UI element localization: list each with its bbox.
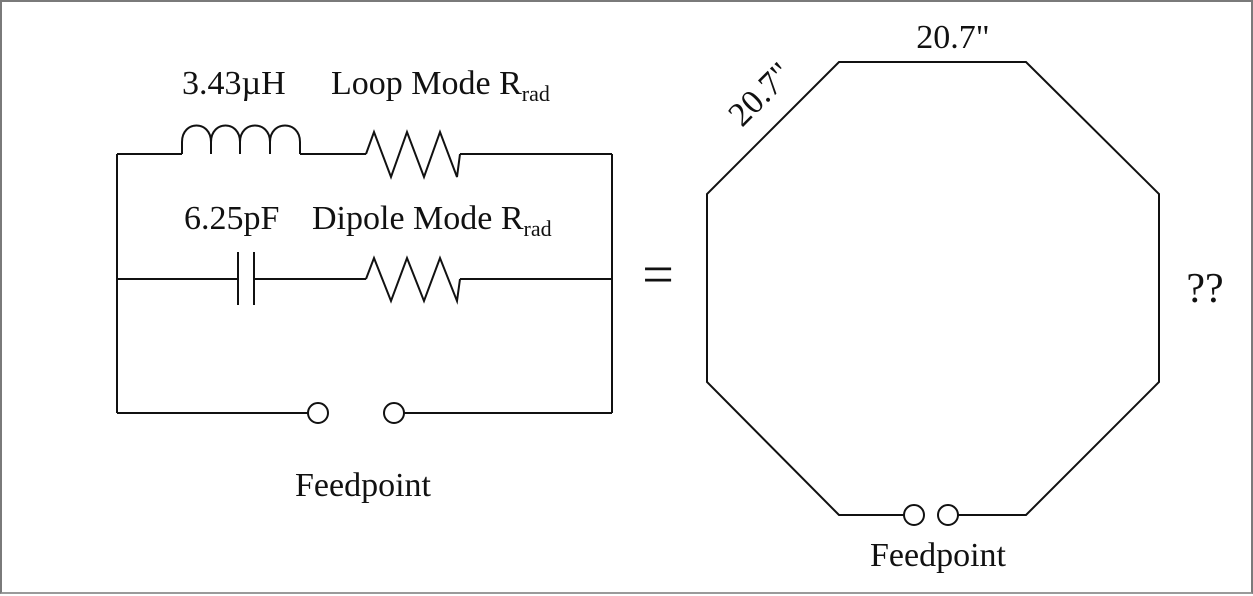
octagon-outline [706, 61, 1160, 516]
feedpoint-terminal-left [307, 402, 329, 424]
circuit-feedpoint-label: Feedpoint [295, 467, 432, 504]
feedpoint-terminal-right [383, 402, 405, 424]
dipole-resistor-label: Dipole Mode Rrad [312, 200, 552, 241]
octagon-right-side-label: ?? [1186, 266, 1223, 312]
inductor-label: 3.43µH [182, 65, 286, 102]
dipole-resistor-label-main: Dipole Mode R [312, 200, 524, 237]
octagon-feedpoint-terminal-right [937, 504, 959, 526]
equivalent-circuit: 3.43µH Loop Mode Rrad 6.25pF Dipole Mode… [116, 65, 613, 504]
dipole-resistor-symbol [365, 255, 461, 305]
capacitor-label: 6.25pF [184, 200, 279, 237]
dipole-resistor-label-sub: rad [524, 216, 552, 241]
octagon-feedpoint-terminal-left [903, 504, 925, 526]
octagon-top-side-label: 20.7" [916, 19, 989, 56]
octagon-feedpoint-label: Feedpoint [870, 537, 1007, 574]
equals-sign: = [642, 244, 674, 306]
octagon-antenna: 20.7" 20.7" ?? Feedpoint [706, 19, 1224, 574]
loop-resistor-label: Loop Mode Rrad [331, 65, 550, 106]
loop-resistor-label-sub: rad [522, 81, 550, 106]
loop-resistor-label-main: Loop Mode R [331, 65, 522, 102]
loop-resistor-symbol [365, 129, 461, 180]
octagon-diagonal-side-label: 20.7" [722, 56, 800, 134]
capacitor-symbol [237, 252, 255, 305]
inductor-symbol [181, 124, 301, 154]
